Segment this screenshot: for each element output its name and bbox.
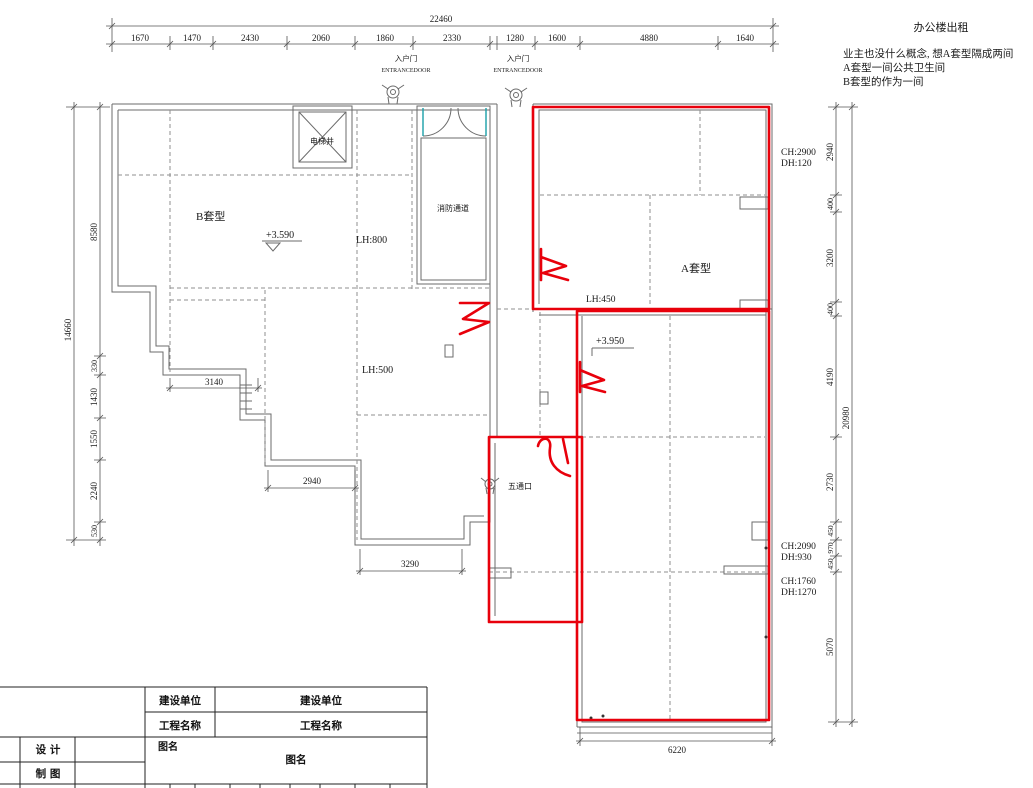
ceiling-marks: CH:2900 DH:120 CH:2090 DH:930 CH:1760 DH…	[781, 148, 817, 598]
interior-dimension-label: 3140	[205, 377, 224, 387]
markup-unit-a-box	[531, 105, 771, 311]
top-dimension-segment: 1670	[131, 33, 150, 43]
entrance-label-en: ENTRANCEDOOR	[382, 68, 431, 74]
interior-dimension-label: 3290	[401, 559, 420, 569]
column-marker	[539, 391, 549, 405]
level-marker-lower-area: +3.950	[591, 336, 634, 356]
fire-exit-corridor: 消防通道	[416, 105, 491, 285]
unit-a-label: A套型	[681, 261, 711, 275]
designer-label: 设 计	[36, 743, 61, 756]
person-icon	[504, 87, 528, 108]
left-dimension-label: 530	[90, 525, 99, 537]
entrance-door-2: 入户门 ENTRANCEDOOR	[494, 53, 543, 108]
connector-label: 五通口	[508, 481, 532, 491]
right-dimension-chain: 2940 400 3200 400 4190 2730 450 970 450 …	[825, 102, 858, 727]
drawing-name-label: 图名	[158, 740, 178, 753]
markup-connector-box	[487, 435, 584, 624]
left-dimension-label: 8580	[89, 223, 99, 242]
beam-height-label: LH:500	[362, 365, 393, 376]
entrance-label-cn: 入户门	[507, 53, 530, 63]
drop-height: DH:120	[781, 159, 812, 169]
level-value: +3.590	[266, 230, 294, 241]
drawing-name-value: 图名	[286, 753, 307, 766]
beam-height-label: LH:450	[586, 295, 616, 305]
entrance-label-cn: 入户门	[395, 53, 418, 63]
top-dimension-segment: 1860	[376, 33, 395, 43]
top-dimension-segment: 1600	[548, 33, 567, 43]
bottom-dimension: 6220	[576, 727, 776, 755]
person-icon	[381, 84, 405, 105]
left-overall-dimension: 14660	[63, 318, 73, 341]
top-dimension-segment: 1470	[183, 33, 202, 43]
entrance-label-en: ENTRANCEDOOR	[494, 68, 543, 74]
ceiling-height: CH:2900	[781, 148, 816, 158]
right-dimension-label: 450	[826, 525, 835, 537]
top-dimension-segment: 1280	[506, 33, 525, 43]
top-dimension-segment: 4880	[640, 33, 659, 43]
top-dimension-segment: 1640	[736, 33, 755, 43]
project-notes: 办公楼出租 业主也没什么概念, 想A套型隔成两间 A套型一间公共卫生间 B套型的…	[843, 20, 1013, 88]
markup-lower-area-box	[575, 309, 771, 722]
notes-line-3: B套型的作为一间	[843, 75, 924, 88]
fire-exit-label: 消防通道	[437, 203, 469, 213]
right-overall-dimension: 20980	[841, 406, 851, 429]
client-label: 建设单位	[158, 694, 201, 707]
notes-line-2: A套型一间公共卫生间	[843, 61, 945, 74]
right-dimension-label: 400	[826, 303, 835, 315]
elevator-shaft-label: 电梯井	[310, 136, 334, 146]
unit-b-label: B套型	[196, 209, 225, 223]
room-labels: B套型 A套型 +3.590 +3.950 LH:800 LH:500 LH:4…	[196, 209, 711, 376]
top-dimension-segment: 2060	[312, 33, 331, 43]
left-dimension-label: 1550	[89, 430, 99, 449]
project-label: 工程名称	[159, 719, 201, 732]
top-dimension-chain: 22460 1670 1470 2430 2060 1860 2330 1280…	[106, 14, 779, 52]
unit-b-walls	[111, 103, 498, 546]
right-dimension-label: 450	[826, 558, 835, 570]
top-overall-dimension: 22460	[430, 14, 453, 24]
beam-height-label: LH:800	[356, 235, 387, 246]
red-markup	[458, 105, 771, 722]
right-dimension-label: 2940	[825, 143, 835, 162]
right-dimension-label: 3200	[825, 249, 835, 268]
drop-height: DH:930	[781, 553, 812, 563]
left-dimension-chain: 8580 330 1430 1550 2240 530 14660	[63, 102, 110, 546]
ceiling-height: CH:2090	[781, 542, 816, 552]
drafter-label: 制 图	[36, 767, 61, 780]
markup-zigzag	[458, 301, 491, 336]
column-marker	[444, 344, 454, 358]
drop-height: DH:1270	[781, 588, 817, 598]
left-dimension-label: 2240	[89, 482, 99, 501]
entrance-door-1: 入户门 ENTRANCEDOOR	[381, 53, 431, 105]
right-dimension-label: 970	[826, 542, 835, 554]
left-dimension-label: 330	[90, 360, 99, 372]
interior-dimensions: 3140 2940 3290	[166, 377, 466, 575]
interior-dimension-label: 2940	[303, 476, 322, 486]
right-dimension-label: 2730	[825, 473, 835, 492]
markup-zigzag	[539, 247, 570, 282]
bottom-dimension-label: 6220	[668, 745, 687, 755]
markup-door-arc	[536, 437, 572, 478]
right-dimension-label: 5070	[825, 638, 835, 657]
top-dimension-segment: 2330	[443, 33, 462, 43]
top-dimension-segment: 2430	[241, 33, 260, 43]
notes-title: 办公楼出租	[914, 20, 969, 34]
notes-line-1: 业主也没什么概念, 想A套型隔成两间	[843, 47, 1013, 60]
elevator-shaft: 电梯井	[292, 105, 353, 169]
level-value: +3.950	[596, 336, 624, 347]
client-value: 建设单位	[299, 694, 342, 707]
title-block: 建设单位 建设单位 工程名称 工程名称 设 计 制 图 图名 图名	[0, 686, 428, 788]
ceiling-height: CH:1760	[781, 577, 816, 587]
markup-zigzag	[578, 360, 607, 394]
project-value: 工程名称	[300, 719, 342, 732]
right-dimension-label: 400	[826, 198, 835, 210]
left-dimension-label: 1430	[89, 388, 99, 407]
level-marker-unit-b: +3.590	[262, 230, 302, 252]
right-dimension-label: 4190	[825, 368, 835, 387]
